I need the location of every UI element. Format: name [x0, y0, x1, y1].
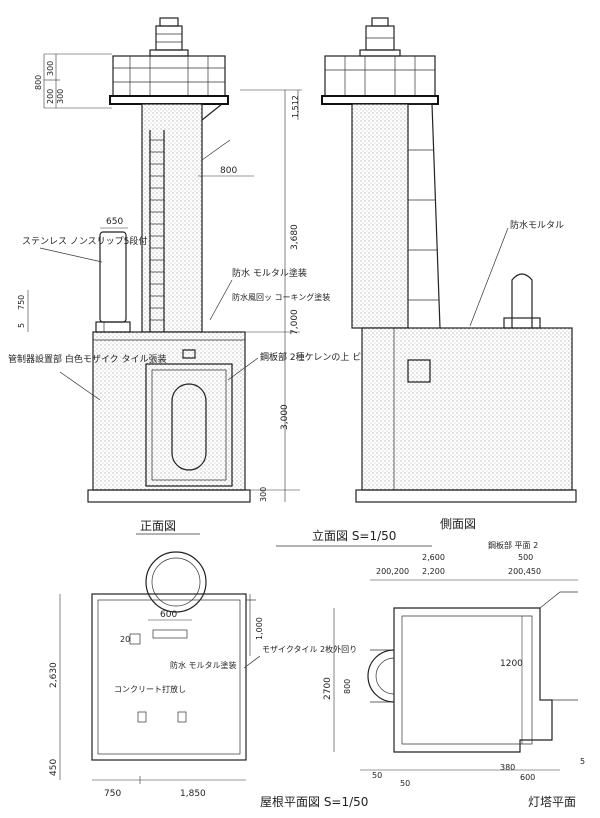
dim-3000: 3,000 — [280, 404, 290, 430]
tower-dim-200-200: 200,200 — [376, 567, 409, 576]
dim-300-base: 300 — [259, 487, 268, 502]
tower-dim-2600: 2,600 — [422, 553, 445, 562]
front-elevation-caption: 正面図 — [140, 519, 176, 533]
plan-note-waterproof: 防水 モルタル塗装 — [170, 660, 237, 670]
plan-dim-1000: 1,000 — [255, 617, 264, 640]
tower-dim-380: 380 — [500, 763, 515, 772]
roof-plan-caption: 屋根平面図 S=1/50 — [260, 795, 368, 809]
dim-200: 200 — [46, 89, 55, 104]
tower-dim-500: 500 — [518, 553, 533, 562]
tower-dim-800: 800 — [343, 679, 352, 694]
tower-dim-50-left: 50 — [372, 771, 382, 780]
tower-plan-caption: 灯塔平面 — [528, 795, 576, 809]
tower-dim-2200: 2,200 — [422, 567, 445, 576]
plan-dim-20: 20 — [120, 635, 130, 644]
dim-300-bottom: 300 — [56, 89, 65, 104]
note-caulking: 防水風回ッ コーキング塗装 — [232, 292, 330, 302]
note-tile: 管制器設置部 白色モザイク タイル張装 — [8, 353, 167, 365]
dim-800: 800 — [34, 75, 43, 90]
note-side-waterproof: 防水モルタル — [510, 219, 564, 231]
railing-platform — [109, 55, 229, 105]
tower-dim-200-450: 200,450 — [508, 567, 541, 576]
roof-plan: 600 1,000 20 2,630 450 750 1,850 防水 モルタル… — [49, 551, 368, 809]
tower-dim-50-right: 50 — [400, 779, 410, 788]
dim-3680: 3,680 — [290, 224, 300, 250]
tower-dim-5: 5 — [580, 757, 585, 766]
elevation-title: 立面図 S=1/50 — [312, 528, 396, 543]
lantern-top — [149, 17, 189, 57]
plan-dim-2630: 2,630 — [49, 662, 59, 688]
dim-650: 650 — [106, 217, 123, 227]
tower-note-steel: 鋼板部 平面 2 — [488, 540, 538, 550]
plan-dim-450: 450 — [49, 759, 59, 776]
plan-note-concrete: コンクリート打放し — [114, 684, 186, 694]
tower-dim-1200: 1200 — [500, 659, 523, 669]
ladder — [149, 130, 165, 332]
tower-plan: 鋼板部 平面 2 2,600 500 200,200 2,200 200,450… — [323, 540, 585, 809]
note-waterproof: 防水 モルタル塗装 — [232, 267, 307, 279]
side-elevation: 防水モルタル 側面図 — [321, 17, 577, 531]
dim-7000: 7,000 — [290, 309, 300, 335]
dim-arm-800: 800 — [220, 166, 237, 176]
dim-750: 750 — [17, 295, 26, 310]
dim-1512: 1,512 — [291, 95, 300, 118]
plan-dim-750: 750 — [104, 789, 121, 799]
tower-dim-600: 600 — [520, 773, 535, 782]
tower-dim-2700: 2700 — [323, 677, 333, 700]
plan-dim-1850: 1,850 — [180, 789, 206, 799]
plan-note-mosaic: モザイクタイル 2枚外回り — [262, 644, 357, 654]
side-elevation-caption: 側面図 — [440, 517, 476, 531]
front-elevation: 800 300 200 300 1,512 3,680 7,000 3,000 … — [8, 17, 530, 535]
plan-dim-600: 600 — [160, 610, 177, 620]
dim-300-top: 300 — [46, 61, 55, 76]
dim-5: 5 — [17, 323, 26, 328]
note-stainless: ステンレス ノンスリップ5段付 — [22, 235, 147, 247]
